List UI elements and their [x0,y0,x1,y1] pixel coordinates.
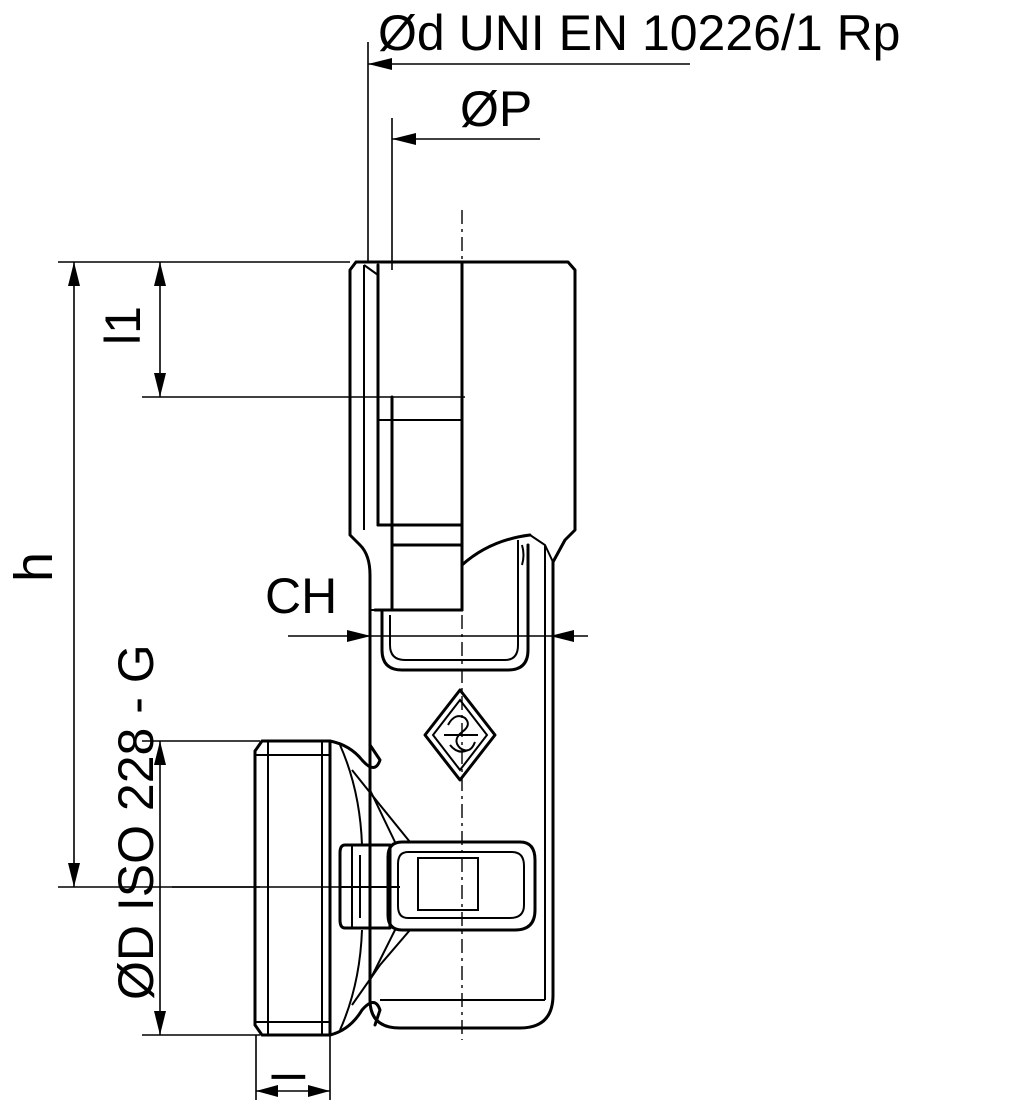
wrench-ch-label: CH [265,568,337,624]
valve-body [348,260,577,1030]
dimension-l1 [142,262,465,398]
length-l1-label: l1 [95,306,151,345]
dimension-ch [288,630,588,642]
diameter-p-label: ØP [460,81,532,137]
length-l-label: l [263,1072,315,1082]
dimension-l [255,1035,331,1100]
diamond-brand-logo-icon [423,688,497,782]
thread-d-label: Ød UNI EN 10226/1 Rp [378,5,901,61]
side-branch [253,739,411,1037]
dimension-h [58,261,350,888]
dimension-D [142,740,260,1036]
dimension-p [391,118,540,270]
thread-D-label: ØD ISO 228 - G [108,644,164,1000]
height-h-label: h [4,552,64,582]
dimension-d [367,42,690,262]
